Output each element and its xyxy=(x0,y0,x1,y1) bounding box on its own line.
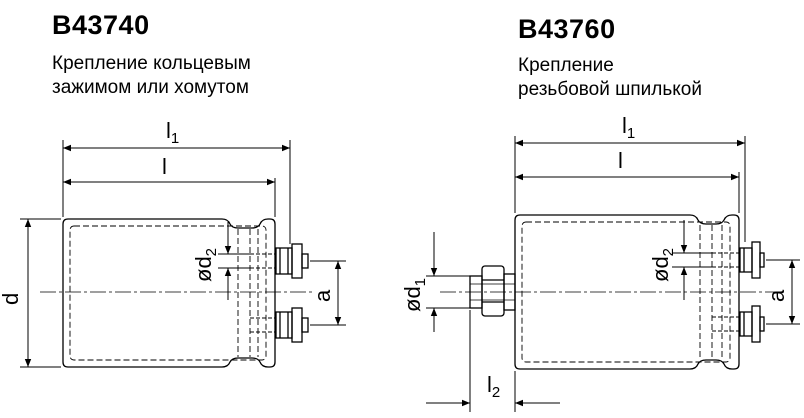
right-model-title: B43760 xyxy=(518,14,616,44)
left-terminal-bottom xyxy=(250,307,309,343)
left-dimension-lines xyxy=(20,140,346,368)
left-label-l: l xyxy=(162,154,167,179)
right-label-l: l xyxy=(618,148,623,173)
right-label-d1: ød1 xyxy=(400,278,429,312)
right-label-d2: ød2 xyxy=(648,248,677,282)
right-dimension-lines xyxy=(426,136,800,412)
left-capacitor-body xyxy=(62,218,276,368)
right-capacitor-drawing xyxy=(440,214,780,370)
right-threaded-stud xyxy=(469,265,516,317)
left-description: Крепление кольцевым зажимом или хомутом xyxy=(52,52,251,100)
right-capacitor-body xyxy=(514,214,740,370)
left-inner-hidden-outline xyxy=(69,225,267,361)
left-label-l1: l1 xyxy=(166,118,179,147)
right-label-l1: l1 xyxy=(622,113,635,142)
right-terminal-bottom xyxy=(712,305,765,343)
right-dimension-labels: l1 l ød2 ød1 a l2 xyxy=(400,113,789,401)
right-label-l2: l2 xyxy=(487,372,500,401)
left-description-line1: Крепление кольцевым xyxy=(52,53,251,74)
left-description-line2: зажимом или хомутом xyxy=(52,77,249,98)
left-label-a: a xyxy=(310,289,335,302)
left-label-d2: ød2 xyxy=(191,248,220,282)
right-description: Крепление резьбовой шпилькой xyxy=(518,54,702,102)
left-dimension-labels: l1 l d ød2 a xyxy=(0,118,335,305)
left-capacitor-drawing xyxy=(40,218,312,368)
left-label-d: d xyxy=(0,293,23,305)
left-terminal-top xyxy=(250,243,309,279)
right-label-a: a xyxy=(764,289,789,302)
right-terminal-top xyxy=(712,241,765,279)
left-model-title: B43740 xyxy=(52,10,150,40)
right-description-line1: Крепление xyxy=(518,55,614,76)
right-description-line2: резьбовой шпилькой xyxy=(518,79,702,100)
